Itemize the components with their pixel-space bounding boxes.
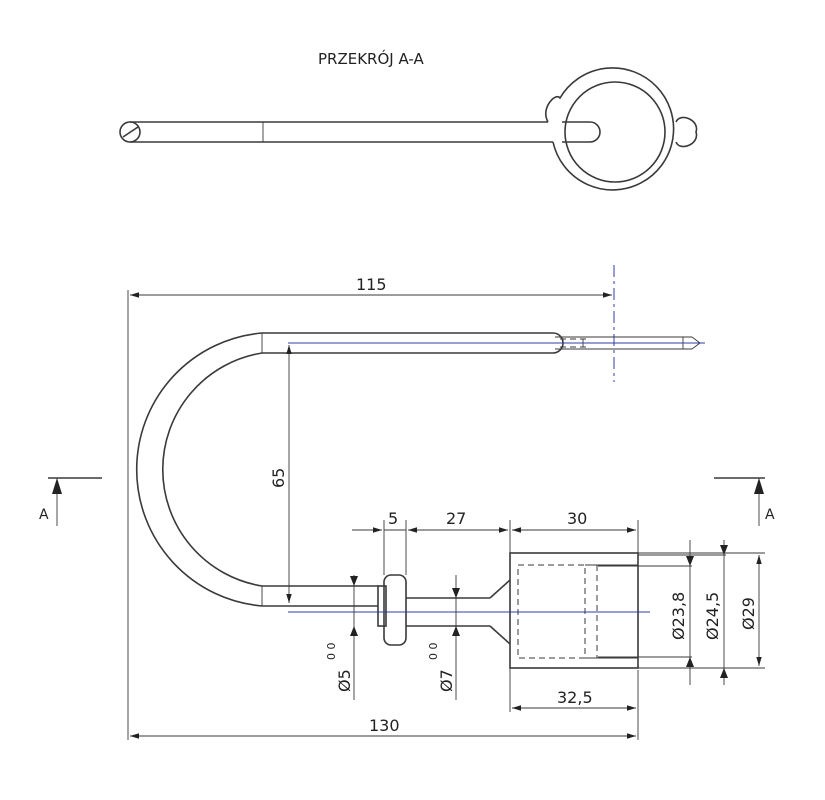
section-title: PRZEKRÓJ A-A: [318, 49, 424, 68]
dim-cap-30: 30: [567, 509, 587, 528]
dim-diameter-24-5: Ø24,5: [703, 592, 722, 640]
section-marker-right: A: [714, 477, 775, 526]
dim-diameter-29: Ø29: [739, 597, 758, 630]
dimension-lines: [127, 290, 765, 740]
section-marker-left-label: A: [39, 507, 49, 523]
centerlines: [288, 265, 705, 613]
dim-diameter-7: Ø7: [437, 669, 456, 692]
dim-overall-130: 130: [369, 716, 400, 735]
section-marker-left: A: [39, 477, 102, 526]
dim-overall-115: 115: [356, 275, 387, 294]
dim-diameter-5: Ø5: [335, 669, 354, 692]
dim-diameter-7-tolerance: 0 0: [427, 643, 440, 661]
dim-cap-32-5: 32,5: [557, 688, 593, 707]
section-marker-right-label: A: [765, 507, 775, 523]
dim-diameter-23-8: Ø23,8: [669, 592, 688, 640]
section-view: [119, 67, 698, 191]
dim-diameter-5-tolerance: 0 0: [325, 643, 338, 661]
dim-shaft-27: 27: [446, 509, 466, 528]
pin-body: [135, 332, 701, 669]
dim-bend-65: 65: [269, 468, 288, 488]
dim-collar-5: 5: [388, 509, 398, 528]
